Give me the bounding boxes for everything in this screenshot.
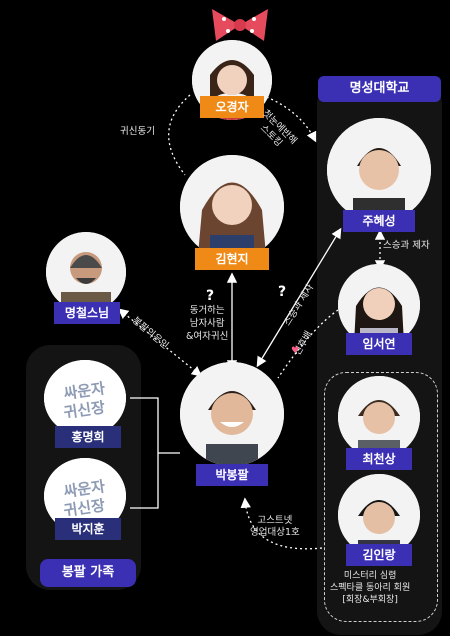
label-myungcheol[interactable]: 명철스님	[54, 302, 120, 324]
university-header: 명성대학교	[318, 76, 441, 102]
logo-text-line2: 귀신장	[63, 398, 107, 422]
note-ghost-peers: 귀신동기	[120, 126, 155, 137]
bow-icon	[212, 9, 268, 41]
portrait-choi-cheonsang	[338, 376, 420, 458]
label-park-jihoon[interactable]: 박지훈	[55, 518, 121, 540]
portrait-myungcheol	[46, 232, 126, 312]
logo-text-line2-b: 귀신장	[63, 496, 107, 520]
portrait-park-bongpal	[180, 362, 284, 466]
label-choi-cheonsang[interactable]: 최천상	[346, 448, 412, 470]
label-hong-myunghee[interactable]: 홍명희	[55, 426, 121, 448]
mystery-club-group	[324, 372, 438, 622]
label-oh-kyungja[interactable]: 오경자	[200, 96, 264, 118]
label-kim-inrang[interactable]: 김인랑	[346, 544, 412, 566]
logo-text-line1-b: 싸운자	[63, 477, 107, 501]
portrait-kim-hyunji	[180, 155, 284, 259]
portrait-kim-inrang	[338, 474, 420, 556]
note-cohabit: 동거하는 남자사람 &여자귀신	[186, 305, 229, 342]
question-mark-2: ?	[278, 284, 287, 300]
note-mentor: 스승과 제자	[383, 240, 430, 251]
label-kim-hyunji[interactable]: 김현지	[195, 248, 269, 270]
label-park-bongpal[interactable]: 박봉팔	[196, 464, 268, 486]
logo-hong-myunghee: 싸운자 귀신장	[44, 360, 126, 436]
portrait-joo-hyesung	[327, 118, 431, 222]
heart-icon: ♥	[291, 346, 300, 356]
note-ghostnet: 고스트넷 영업대상1호	[250, 515, 300, 538]
label-lim-seoyeon[interactable]: 임서연	[346, 333, 412, 355]
question-mark-1: ?	[206, 288, 215, 304]
label-joo-hyesung[interactable]: 주혜성	[343, 210, 415, 232]
logo-text-line1: 싸운자	[63, 379, 107, 403]
family-footer: 봉팔 가족	[40, 559, 136, 587]
note-mystery-club: 미스터리 심령 스펙타클 동아리 회원 [회장&부회장]	[330, 571, 411, 605]
